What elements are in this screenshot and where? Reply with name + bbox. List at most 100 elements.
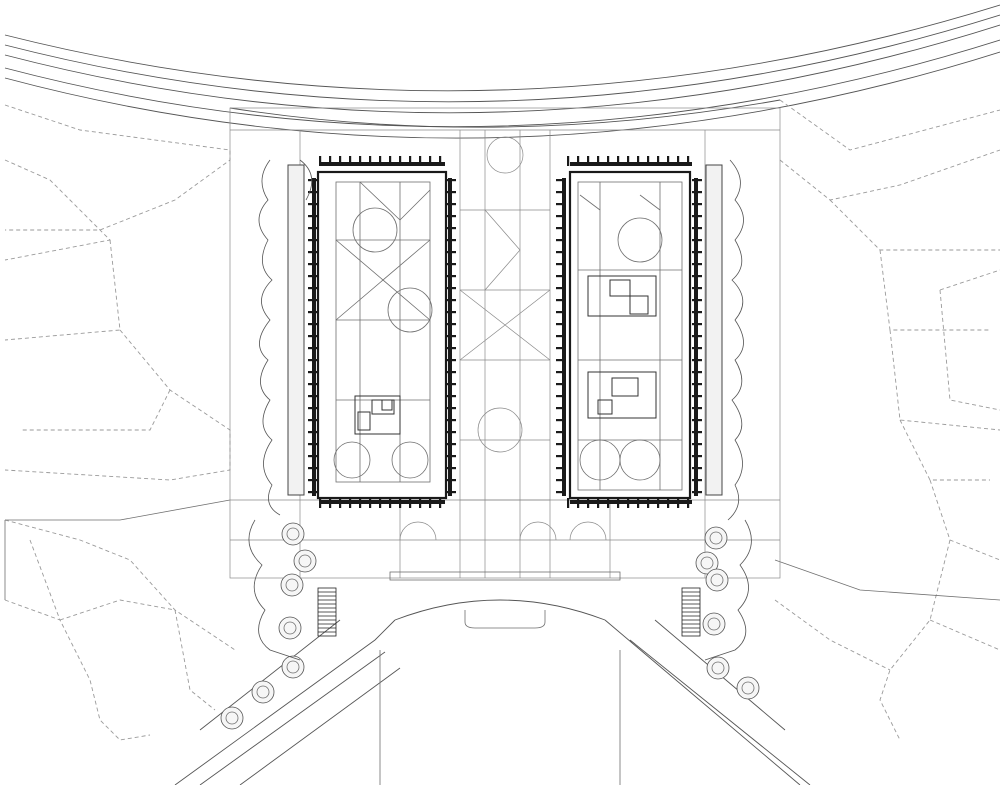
column-icon bbox=[607, 498, 610, 508]
column-icon bbox=[379, 156, 382, 166]
column-icon bbox=[692, 335, 702, 338]
column-icon bbox=[556, 335, 566, 338]
column-icon bbox=[349, 498, 352, 508]
column-icon bbox=[308, 335, 318, 338]
column-icon bbox=[446, 395, 456, 398]
column-icon bbox=[692, 215, 702, 218]
column-icon bbox=[308, 287, 318, 290]
column-icon bbox=[308, 455, 318, 458]
column-icon bbox=[587, 498, 590, 508]
column-icon bbox=[389, 156, 392, 166]
column-icon bbox=[308, 491, 318, 494]
column-icon bbox=[687, 156, 690, 166]
column-icon bbox=[597, 156, 600, 166]
column-icon bbox=[308, 251, 318, 254]
column-icon bbox=[308, 191, 318, 194]
column-icon bbox=[439, 156, 442, 166]
column-icon bbox=[692, 287, 702, 290]
left-neighbor-footprints bbox=[4, 104, 236, 741]
column-icon bbox=[329, 156, 332, 166]
column-icon bbox=[617, 156, 620, 166]
column-icon bbox=[446, 179, 456, 182]
column-icon bbox=[446, 275, 456, 278]
column-icon bbox=[308, 227, 318, 230]
column-icon bbox=[692, 275, 702, 278]
column-icon bbox=[446, 215, 456, 218]
column-icon bbox=[556, 263, 566, 266]
column-icon bbox=[446, 359, 456, 362]
column-icon bbox=[308, 395, 318, 398]
column-icon bbox=[556, 239, 566, 242]
column-icon bbox=[446, 263, 456, 266]
column-icon bbox=[308, 311, 318, 314]
column-icon bbox=[692, 299, 702, 302]
column-icon bbox=[692, 407, 702, 410]
column-icon bbox=[308, 215, 318, 218]
tree-icon bbox=[281, 655, 305, 679]
tree-group bbox=[220, 522, 760, 730]
column-icon bbox=[556, 431, 566, 434]
column-icon bbox=[349, 156, 352, 166]
column-icon bbox=[556, 347, 566, 350]
left-building-columns bbox=[312, 162, 452, 504]
column-icon bbox=[556, 191, 566, 194]
column-icon bbox=[556, 419, 566, 422]
column-icon bbox=[329, 498, 332, 508]
column-icon bbox=[692, 383, 702, 386]
column-icon bbox=[692, 431, 702, 434]
column-icon bbox=[429, 498, 432, 508]
column-icon bbox=[556, 323, 566, 326]
column-icon bbox=[446, 491, 456, 494]
column-icon bbox=[446, 335, 456, 338]
column-icon bbox=[587, 156, 590, 166]
tree-icon bbox=[706, 656, 730, 680]
column-icon bbox=[657, 156, 660, 166]
column-icon bbox=[692, 419, 702, 422]
column-icon bbox=[446, 287, 456, 290]
column-icon bbox=[446, 371, 456, 374]
right-neighbor-footprints bbox=[774, 99, 1000, 741]
column-icon bbox=[369, 498, 372, 508]
right-planter-strip bbox=[705, 159, 744, 521]
column-icon bbox=[597, 498, 600, 508]
column-icon bbox=[556, 371, 566, 374]
column-icon bbox=[692, 191, 702, 194]
tree-icon bbox=[704, 526, 728, 550]
column-icon bbox=[339, 156, 342, 166]
column-icon bbox=[627, 156, 630, 166]
column-icon bbox=[692, 263, 702, 266]
column-icon bbox=[399, 498, 402, 508]
column-icon bbox=[657, 498, 660, 508]
column-icon bbox=[692, 359, 702, 362]
stair-icon bbox=[681, 587, 701, 637]
column-icon bbox=[308, 383, 318, 386]
left-planter-strip bbox=[258, 159, 313, 516]
left-building bbox=[312, 162, 452, 504]
column-icon bbox=[556, 203, 566, 206]
column-icon bbox=[446, 239, 456, 242]
column-icon bbox=[692, 479, 702, 482]
tree-icon bbox=[293, 549, 317, 573]
column-icon bbox=[308, 239, 318, 242]
lower-landscape-canopy bbox=[248, 519, 752, 661]
column-icon bbox=[359, 156, 362, 166]
column-icon bbox=[446, 323, 456, 326]
column-icon bbox=[308, 419, 318, 422]
column-icon bbox=[446, 191, 456, 194]
column-icon bbox=[308, 275, 318, 278]
column-icon bbox=[627, 498, 630, 508]
column-icon bbox=[409, 156, 412, 166]
column-icon bbox=[677, 156, 680, 166]
column-icon bbox=[692, 443, 702, 446]
column-icon bbox=[446, 431, 456, 434]
column-ticks bbox=[308, 156, 702, 508]
top-curved-road bbox=[4, 4, 1000, 139]
column-icon bbox=[556, 215, 566, 218]
tree-icon bbox=[280, 573, 304, 597]
tree-icon bbox=[705, 568, 729, 592]
column-icon bbox=[556, 251, 566, 254]
column-icon bbox=[446, 407, 456, 410]
column-icon bbox=[446, 383, 456, 386]
right-building-core-lower bbox=[587, 371, 657, 419]
column-icon bbox=[556, 395, 566, 398]
